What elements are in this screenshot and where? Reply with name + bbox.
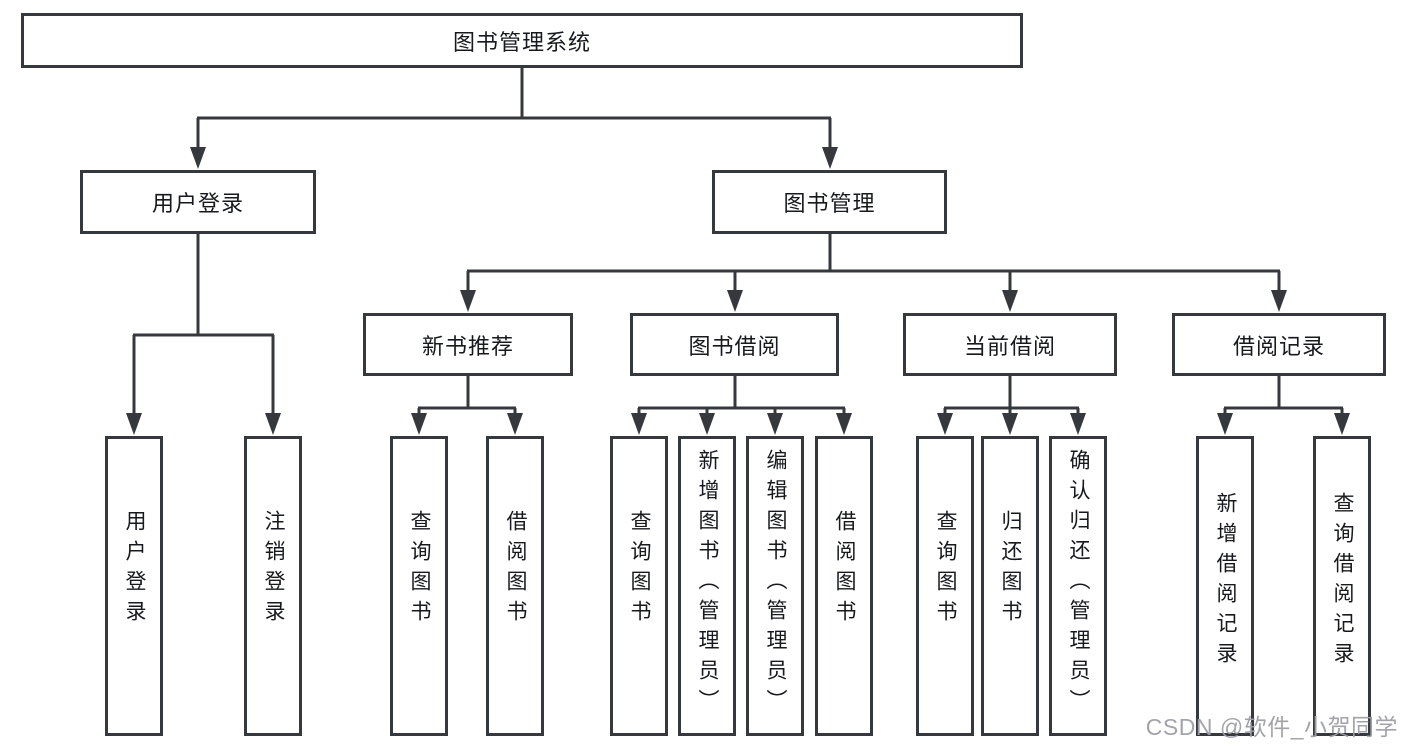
leaf-current-confirm-return-admin: 确认归还（管理员） xyxy=(1049,436,1107,736)
node-root-label: 图书管理系统 xyxy=(452,29,591,55)
node-book-borrow: 图书借阅 xyxy=(630,313,839,376)
node-root-system: 图书管理系统 xyxy=(21,13,1023,68)
leaf-user-login-label: 用户登录 xyxy=(123,510,146,630)
node-borrow-records: 借阅记录 xyxy=(1172,313,1386,376)
node-user-login-label: 用户登录 xyxy=(151,191,244,216)
leaf-current-return-books-label: 归还图书 xyxy=(999,510,1022,630)
leaf-records-query-borrow-record: 查询借阅记录 xyxy=(1313,436,1371,736)
leaf-records-query-borrow-record-label: 查询借阅记录 xyxy=(1331,492,1354,672)
node-current-borrow-label: 当前借阅 xyxy=(963,333,1056,359)
leaf-logout: 注销登录 xyxy=(244,436,302,736)
node-book-management: 图书管理 xyxy=(712,170,947,234)
arrowheads xyxy=(126,147,1350,435)
leaf-current-query-books: 查询图书 xyxy=(916,436,974,736)
leaf-borrow-add-books-admin-label: 新增图书（管理员） xyxy=(696,449,719,719)
leaf-recommend-query-books: 查询图书 xyxy=(390,436,448,736)
node-current-borrow: 当前借阅 xyxy=(903,313,1117,376)
leaf-records-add-borrow-record: 新增借阅记录 xyxy=(1196,436,1254,736)
leaf-recommend-borrow-books: 借阅图书 xyxy=(486,436,544,736)
leaf-borrow-borrow-books: 借阅图书 xyxy=(815,436,873,736)
leaf-recommend-borrow-books-label: 借阅图书 xyxy=(504,510,527,630)
leaf-recommend-query-books-label: 查询图书 xyxy=(408,510,431,630)
leaf-current-query-books-label: 查询图书 xyxy=(934,510,957,630)
leaf-borrow-edit-books-admin-label: 编辑图书（管理员） xyxy=(764,449,787,719)
node-borrow-records-label: 借阅记录 xyxy=(1232,333,1325,359)
leaf-logout-label: 注销登录 xyxy=(262,510,285,630)
leaf-borrow-add-books-admin: 新增图书（管理员） xyxy=(678,436,736,736)
node-user-login: 用户登录 xyxy=(80,170,316,234)
node-book-management-label: 图书管理 xyxy=(783,191,876,216)
leaf-current-return-books: 归还图书 xyxy=(981,436,1039,736)
leaf-borrow-edit-books-admin: 编辑图书（管理员） xyxy=(746,436,804,736)
leaf-current-confirm-return-admin-label: 确认归还（管理员） xyxy=(1067,449,1090,719)
node-book-borrow-label: 图书借阅 xyxy=(688,333,781,359)
leaf-borrow-borrow-books-label: 借阅图书 xyxy=(833,510,856,630)
node-new-book-recommend-label: 新书推荐 xyxy=(421,333,514,359)
leaf-borrow-query-books: 查询图书 xyxy=(610,436,668,736)
node-new-book-recommend: 新书推荐 xyxy=(363,313,573,376)
leaf-user-login: 用户登录 xyxy=(105,436,163,736)
leaf-records-add-borrow-record-label: 新增借阅记录 xyxy=(1214,492,1237,672)
leaf-borrow-query-books-label: 查询图书 xyxy=(628,510,651,630)
